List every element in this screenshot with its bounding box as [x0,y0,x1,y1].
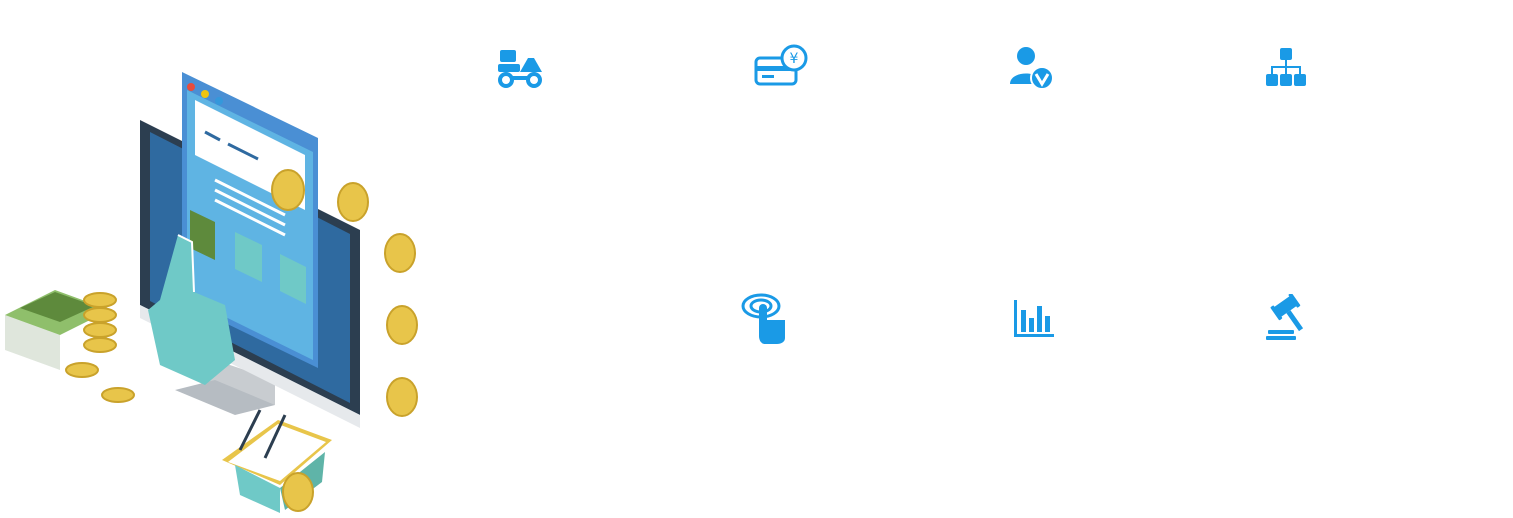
feature-auction[interactable] [1210,288,1370,508]
feature-delivery[interactable] [440,38,600,258]
feature-grid: ¥ [440,0,1513,513]
ecommerce-illustration [0,60,430,513]
verified-user-icon[interactable] [1002,38,1062,98]
feature-payment[interactable]: ¥ [702,38,862,258]
org-structure-icon[interactable] [1257,38,1317,98]
svg-text:¥: ¥ [790,51,799,67]
feature-analytics[interactable] [954,288,1114,508]
delivery-scooter-icon[interactable] [490,38,550,98]
auction-gavel-icon[interactable] [1260,288,1320,348]
yuan-card-payment-icon[interactable]: ¥ [752,38,812,98]
feature-verified-user[interactable] [952,38,1112,258]
touch-tap-icon[interactable] [737,288,797,348]
feature-organization[interactable] [1207,38,1367,258]
bar-chart-icon[interactable] [1004,288,1064,348]
feature-touch[interactable] [687,288,847,508]
